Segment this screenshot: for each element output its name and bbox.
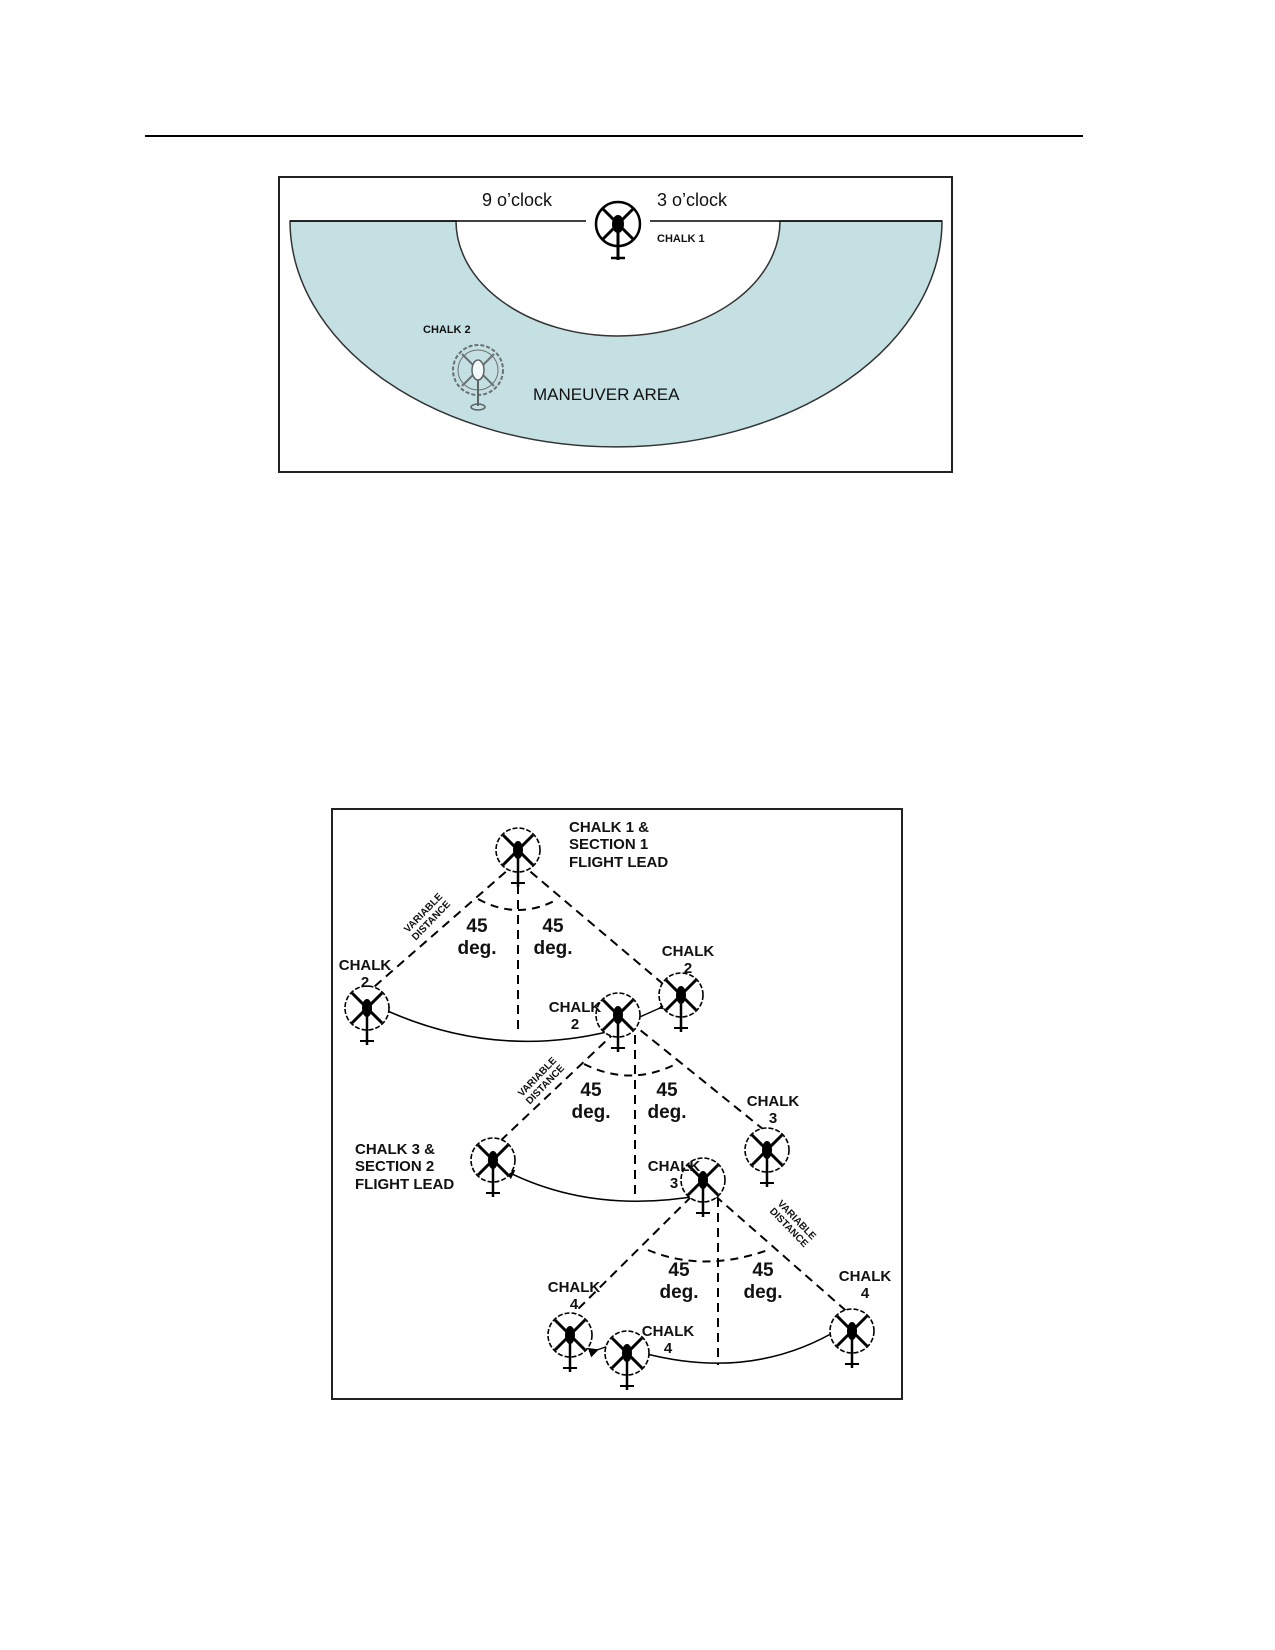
chalk-2-left-label: CHALK 2 — [338, 957, 392, 992]
chalk-2-right-label: CHALK 2 — [661, 943, 715, 978]
chalk-4-center-label: CHALK 4 — [641, 1323, 695, 1358]
chalk-1-section-1-flight-lead-label: CHALK 1 & SECTION 1 FLIGHT LEAD — [569, 819, 669, 871]
angle-arc-2 — [583, 1063, 677, 1077]
chalk-1-helicopter-icon — [594, 200, 642, 260]
reposition-arc-3 — [642, 1326, 843, 1364]
reposition-arc-1 — [379, 1006, 612, 1043]
angle-arc-3 — [647, 1249, 769, 1263]
chalk-2-right-helicopter-icon — [657, 971, 705, 1034]
maneuver-area-figure: 9 o’clock 3 o’clock CHALK 1 CHALK 2 MANE… — [278, 176, 953, 473]
angle-1-left-value: 45 — [466, 916, 488, 937]
angle-1-right-value: 45 — [542, 916, 564, 937]
chalk-4-left-helicopter-icon — [546, 1311, 594, 1374]
chalk-3-section-2-flight-lead-label: CHALK 3 & SECTION 2 FLIGHT LEAD — [355, 1141, 455, 1193]
chalk-2-left-helicopter-icon — [343, 984, 391, 1047]
chalk-1-label: CHALK 1 — [657, 233, 705, 245]
angle-2-left-unit: deg. — [571, 1102, 611, 1123]
chalk-1-lead-helicopter-icon — [494, 826, 542, 889]
vd-line-3-right — [703, 1185, 853, 1317]
vd-line-2-left — [494, 1020, 628, 1147]
chalk-3-lead-helicopter-icon — [469, 1136, 517, 1199]
header-rule — [145, 135, 1083, 137]
vd-line-3-left — [568, 1185, 703, 1319]
angle-3-left-unit: deg. — [659, 1282, 699, 1303]
staggered-formation-figure: CHALK 1 & SECTION 1 FLIGHT LEAD CHALK 3 … — [331, 808, 903, 1400]
chalk-2-label: CHALK 2 — [423, 324, 471, 336]
vd-line-1-left — [366, 861, 518, 994]
chalk-3-right-label: CHALK 3 — [746, 1093, 800, 1128]
chalk-3-center-label: CHALK 3 — [647, 1158, 701, 1193]
vd-line-1-right — [518, 861, 670, 990]
chalk-3-right-helicopter-icon — [743, 1126, 791, 1189]
chalk-4-right-helicopter-icon — [828, 1307, 876, 1370]
reposition-arc-2 — [504, 1170, 704, 1203]
angle-3-right-value: 45 — [752, 1260, 774, 1281]
maneuver-area-drawing — [289, 200, 943, 448]
angle-2-right-value: 45 — [656, 1080, 678, 1101]
angle-2-left-value: 45 — [580, 1080, 602, 1101]
maneuver-area-label: MANEUVER AREA — [533, 385, 680, 404]
angle-arc-1 — [477, 898, 559, 911]
chalk-4-left-label: CHALK 4 — [547, 1279, 601, 1314]
angle-3-left-value: 45 — [668, 1260, 690, 1281]
angle-1-right-unit: deg. — [533, 938, 573, 959]
chalk-2-center-label: CHALK 2 — [548, 999, 602, 1034]
angle-1-left-unit: deg. — [457, 938, 497, 959]
three-oclock-label: 3 o’clock — [657, 190, 728, 210]
angle-2-right-unit: deg. — [647, 1102, 687, 1123]
nine-oclock-label: 9 o’clock — [482, 190, 553, 210]
chalk-4-right-label: CHALK 4 — [838, 1268, 892, 1303]
maneuver-area-band — [289, 220, 943, 448]
formation-drawing — [343, 826, 876, 1392]
chalk-2-helicopter-icon — [452, 344, 504, 411]
angle-3-right-unit: deg. — [743, 1282, 783, 1303]
